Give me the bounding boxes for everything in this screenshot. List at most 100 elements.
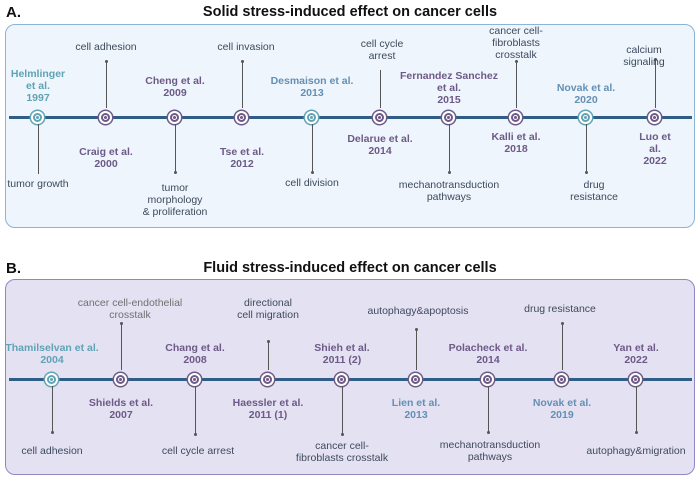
effect-label: calcium signaling <box>623 44 665 68</box>
study-label: Polacheck et al. 2014 <box>448 342 528 366</box>
connector-line <box>175 124 176 172</box>
timeline-node <box>483 375 492 384</box>
timeline-node <box>411 375 420 384</box>
timeline-node <box>444 113 453 122</box>
connector-dot <box>241 60 244 63</box>
connector-line <box>342 386 343 434</box>
panel-a-letter: A. <box>6 4 21 21</box>
study-label: Helmlinger et al. 1997 <box>10 68 66 104</box>
timeline-node <box>337 375 346 384</box>
effect-label: autophagy&migration <box>586 445 686 457</box>
connector-dot <box>515 60 518 63</box>
connector-line <box>38 124 39 174</box>
study-label: Luo et al. 2022 <box>639 131 671 167</box>
panel-b-timeline-axis <box>9 378 692 381</box>
connector-line <box>636 386 637 432</box>
connector-dot <box>120 322 123 325</box>
timeline-node <box>650 113 659 122</box>
connector-dot <box>194 433 197 436</box>
connector-line <box>655 60 656 108</box>
study-label: Tse et al. 2012 <box>219 146 265 170</box>
study-label: Fernandez Sanchez et al. 2015 <box>399 70 499 106</box>
timeline-node <box>33 113 42 122</box>
study-label: Novak et al. 2020 <box>556 82 616 106</box>
timeline-node <box>237 113 246 122</box>
effect-label: cell cycle arrest <box>360 38 404 62</box>
effect-label: drug resistance <box>524 303 596 315</box>
connector-dot <box>448 171 451 174</box>
connector-dot <box>585 171 588 174</box>
connector-line <box>195 386 196 434</box>
study-label: Cheng et al. 2009 <box>145 75 205 99</box>
timeline-node <box>375 113 384 122</box>
panel-b-letter: B. <box>6 260 21 277</box>
timeline-node <box>307 113 316 122</box>
connector-line <box>121 324 122 370</box>
effect-label: cell adhesion <box>21 445 83 457</box>
connector-dot <box>174 171 177 174</box>
study-label: Craig et al. 2000 <box>79 146 133 170</box>
timeline-node <box>631 375 640 384</box>
panel-a-box <box>5 24 695 228</box>
effect-label: cell adhesion <box>75 41 137 53</box>
effect-label: cell invasion <box>217 41 275 53</box>
study-label: Novak et al. 2019 <box>532 397 592 421</box>
timeline-node <box>47 375 56 384</box>
connector-line <box>449 124 450 172</box>
panel-b-title: Fluid stress-induced effect on cancer ce… <box>203 260 497 276</box>
connector-line <box>380 70 381 108</box>
connector-dot <box>105 60 108 63</box>
connector-line <box>268 342 269 370</box>
effect-label: tumor morphology & proliferation <box>142 182 208 218</box>
study-label: Haessler et al. 2011 (1) <box>232 397 304 421</box>
connector-line <box>416 330 417 370</box>
study-label: Delarue et al. 2014 <box>347 133 413 157</box>
effect-label: autophagy&apoptosis <box>367 305 469 317</box>
timeline-node <box>190 375 199 384</box>
effect-label: cell cycle arrest <box>161 445 235 457</box>
study-label: Chang et al. 2008 <box>165 342 225 366</box>
connector-dot <box>311 171 314 174</box>
effect-label: tumor growth <box>7 178 69 190</box>
connector-dot <box>341 433 344 436</box>
connector-line <box>106 62 107 108</box>
effect-label: cancer cell- fibroblasts crosstalk <box>489 25 543 61</box>
connector-dot <box>561 322 564 325</box>
timeline-node <box>557 375 566 384</box>
study-label: Desmaison et al. 2013 <box>270 75 354 99</box>
panel-a-title: Solid stress-induced effect on cancer ce… <box>202 4 498 20</box>
connector-line <box>52 386 53 432</box>
connector-dot <box>51 431 54 434</box>
timeline-node <box>116 375 125 384</box>
study-label: Thamilselvan et al. 2004 <box>5 342 99 366</box>
connector-line <box>562 324 563 370</box>
study-label: Lien et al. 2013 <box>391 397 441 421</box>
timeline-node <box>170 113 179 122</box>
effect-label: cancer cell-endothelial crosstalk <box>77 297 183 321</box>
effect-label: mechanotransduction pathways <box>439 439 541 463</box>
connector-line <box>312 124 313 172</box>
effect-label: cell division <box>285 177 339 189</box>
connector-dot <box>415 328 418 331</box>
connector-line <box>586 124 587 172</box>
timeline-node <box>581 113 590 122</box>
connector-line <box>516 62 517 108</box>
effect-label: drug resistance <box>570 179 618 203</box>
connector-line <box>242 62 243 108</box>
timeline-node <box>101 113 110 122</box>
effect-label: cancer cell- fibroblasts crosstalk <box>295 440 389 464</box>
effect-label: directional cell migration <box>237 297 299 321</box>
effect-label: mechanotransduction pathways <box>398 179 500 203</box>
study-label: Shieh et al. 2011 (2) <box>314 342 370 366</box>
connector-dot <box>635 431 638 434</box>
timeline-node <box>511 113 520 122</box>
timeline-node <box>263 375 272 384</box>
panel-a-timeline-axis <box>9 116 692 119</box>
study-label: Shields et al. 2007 <box>88 397 154 421</box>
connector-dot <box>487 431 490 434</box>
connector-dot <box>654 58 657 61</box>
connector-line <box>488 386 489 432</box>
study-label: Yan et al. 2022 <box>613 342 659 366</box>
study-label: Kalli et al. 2018 <box>491 131 541 155</box>
connector-dot <box>267 340 270 343</box>
